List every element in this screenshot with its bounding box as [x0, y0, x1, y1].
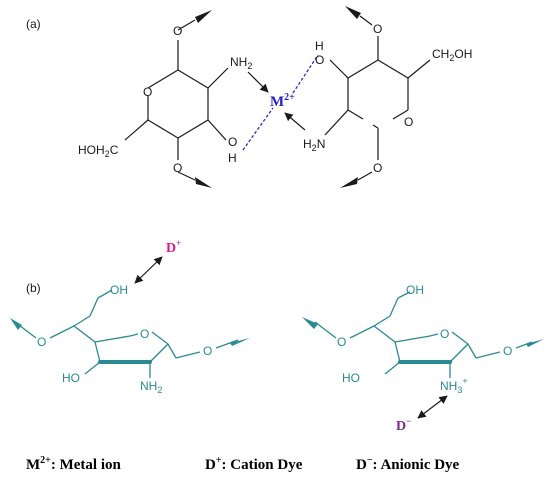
left-sugar-ring-a	[124, 10, 229, 188]
left-b-ho: HO	[62, 371, 80, 385]
arrow-nh2r-to-metal	[284, 112, 306, 131]
right-b-oh-top: OH	[406, 283, 424, 297]
left-b-o-right: O	[203, 344, 212, 358]
arrow-nh2-to-metal	[247, 71, 269, 93]
arrow-cation-oh	[134, 256, 163, 284]
left-hoh2c: HOH2C	[78, 143, 119, 159]
legend-cation-dye: D+: Cation Dye	[205, 455, 303, 473]
left-ring-o: O	[143, 85, 152, 99]
right-ho-h: H	[315, 39, 324, 53]
right-b-ho: HO	[342, 371, 360, 385]
panel-b-label: (b)	[26, 281, 41, 295]
right-glucosamine-b	[302, 291, 544, 378]
right-ring-o: O	[404, 115, 413, 129]
panel-a-label: (a)	[26, 17, 41, 31]
arrow-anion-nh3	[417, 395, 448, 419]
left-ring-o-top: O	[173, 24, 182, 38]
left-glucosamine-b	[10, 289, 250, 378]
right-b-ring-o: O	[440, 327, 449, 341]
right-b-nh3: NH3+	[440, 376, 468, 395]
left-b-oh-top: OH	[110, 283, 128, 297]
left-o-bottom: O	[173, 161, 182, 175]
legend-anionic-dye: D−: Anionic Dye	[356, 455, 460, 473]
right-ring-o-top: O	[373, 22, 382, 36]
anionic-dye: D−	[396, 416, 411, 434]
right-b-o-right: O	[503, 344, 512, 358]
metal-ion: M2+	[270, 92, 295, 110]
right-nh2: H2N	[303, 137, 325, 153]
left-oh-h: H	[228, 151, 237, 165]
cation-dye: D+	[166, 238, 181, 256]
left-b-o-left: O	[37, 335, 46, 349]
right-ho-o: O	[315, 53, 324, 67]
left-oh: O	[228, 135, 237, 149]
left-b-ring-o: O	[140, 327, 149, 341]
left-b-nh2: NH2	[140, 379, 162, 395]
dash-metal-ho	[292, 54, 319, 94]
right-ch2oh: CH2OH	[432, 47, 472, 63]
right-b-o-left: O	[337, 335, 346, 349]
legend-metal-ion: M2+: Metal ion	[26, 455, 121, 473]
right-o-bottom: O	[373, 161, 382, 175]
left-nh2: NH2	[230, 55, 252, 71]
right-sugar-ring-a	[324, 6, 431, 188]
dash-oh-metal	[242, 107, 274, 151]
